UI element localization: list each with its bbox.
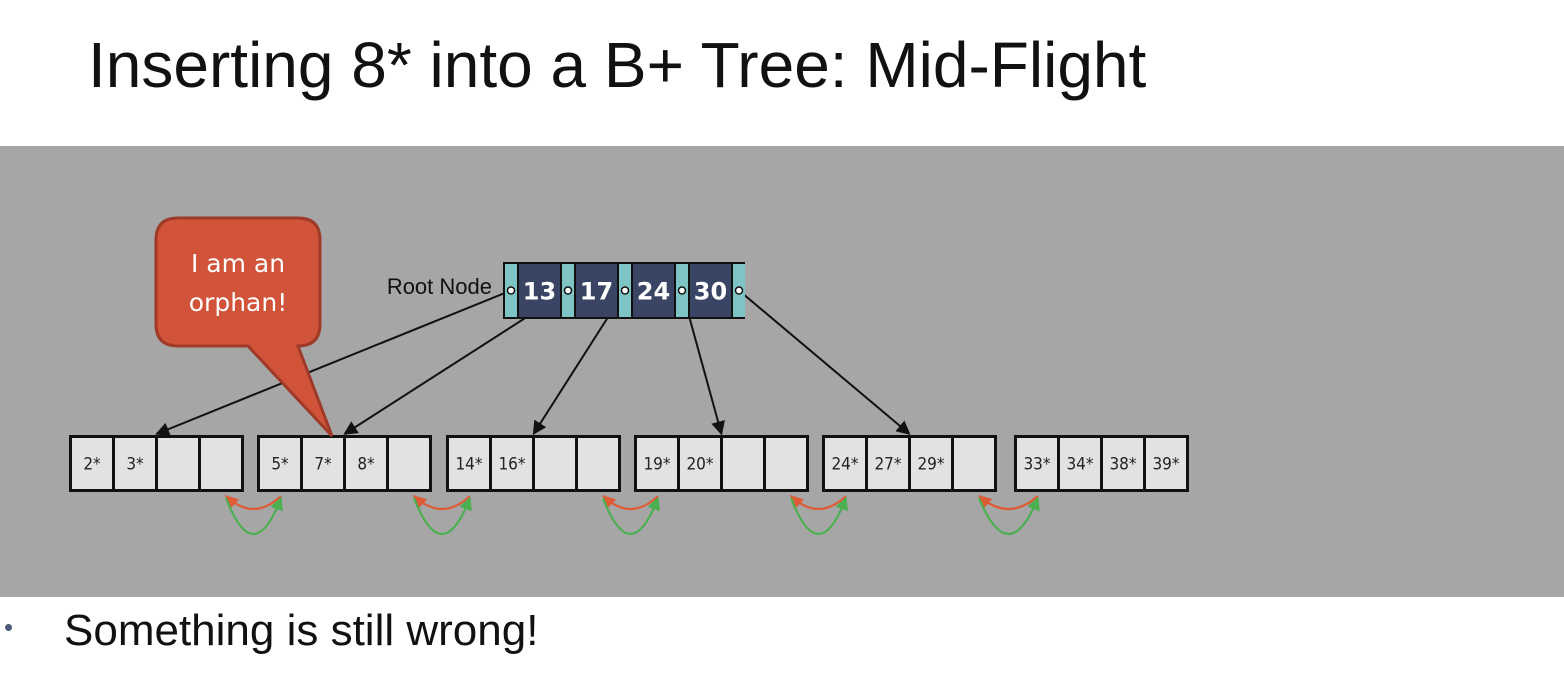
leaf-entry: 8* (357, 455, 375, 475)
leaf-entry-cell (346, 438, 386, 489)
pointer-dot-icon (563, 286, 573, 295)
leaf-entry: 5* (271, 455, 289, 475)
callout-text-line: I am an (191, 249, 285, 278)
leaf-entry-cell (825, 438, 865, 489)
prev-leaf-arrow (602, 495, 659, 510)
leaf-entry: 7* (314, 455, 332, 475)
child-pointer-arrow (738, 289, 911, 435)
slide-title: Inserting 8* into a B+ Tree: Mid-Flight (88, 29, 1147, 101)
leaf-entry-cell (1060, 438, 1100, 489)
leaf-entry: 2* (83, 455, 101, 475)
leaf-entry-cell (1146, 438, 1186, 489)
orphan-callout: I am an orphan! (154, 216, 334, 438)
pointer-dot-icon (620, 286, 630, 295)
leaf-entry: 39* (1152, 455, 1179, 475)
root-key: 17 (580, 278, 613, 306)
leaf-entry-cell (723, 438, 763, 489)
root-node: Root Node 13 17 24 30 (387, 262, 745, 319)
leaf-entry: 24* (831, 455, 858, 475)
next-leaf-arrow (412, 496, 472, 536)
callout-text-line: orphan! (189, 288, 287, 317)
leaf-entry-cell (201, 438, 241, 489)
leaf-entry: 3* (126, 455, 144, 475)
leaf-entry-cell (766, 438, 806, 489)
leaf-entry: 27* (874, 455, 901, 475)
b-plus-tree-diagram: 2* 3* 5* 7* 8* 14* 16* 19* 20* 24* 27* 29* 33* 34* 38*… (0, 146, 1564, 597)
leaf-entry-cell (492, 438, 532, 489)
speech-bubble-shape (154, 216, 334, 438)
leaf-entry-cell (954, 438, 994, 489)
bullet-point: • Something is still wrong! (0, 606, 1564, 656)
leaf-entry-cell (72, 438, 112, 489)
leaf-entry-cell (1103, 438, 1143, 489)
child-pointer-arrow (155, 289, 512, 436)
next-leaf-arrow (601, 496, 660, 536)
pointer-dot-icon (734, 286, 744, 295)
prev-leaf-arrow (790, 495, 847, 510)
leaf-entry-cell (158, 438, 198, 489)
leaf-entry-cell (680, 438, 720, 489)
bullet-text: Something is still wrong! (64, 606, 539, 655)
root-key-cell (690, 264, 731, 317)
leaf-entry: 33* (1023, 455, 1050, 475)
leaf-entry-cell (260, 438, 300, 489)
pointer-dot-icon (506, 286, 516, 295)
leaf-entry: 16* (498, 455, 525, 475)
root-key-cell (576, 264, 617, 317)
root-node-label: Root Node (387, 274, 492, 299)
leaf-entry-cell (868, 438, 908, 489)
leaf-entry-cell (578, 438, 618, 489)
root-key-cell (633, 264, 674, 317)
next-leaf-arrow (224, 496, 283, 536)
leaf-entry: 34* (1066, 455, 1093, 475)
next-leaf-arrow (789, 496, 848, 536)
prev-leaf-arrow (978, 495, 1039, 510)
leaf-entry: 20* (686, 455, 713, 475)
leaf-entry-cell (911, 438, 951, 489)
leaf-entry-cell (637, 438, 677, 489)
tree-canvas: 2* 3* 5* 7* 8* 14* 16* 19* 20* 24* 27* 29* 33* 34* 38*… (69, 216, 1189, 536)
leaf-entry-cell (303, 438, 343, 489)
leaf-entry-cell (1017, 438, 1057, 489)
leaf-entry-cell (115, 438, 155, 489)
next-leaf-arrow (977, 496, 1040, 536)
sibling-pointer-arrows (224, 495, 1040, 536)
prev-leaf-arrow (225, 495, 282, 510)
root-key: 13 (523, 278, 556, 306)
root-key-cell (519, 264, 560, 317)
leaf-entry: 19* (643, 455, 670, 475)
leaf-entry-cell (389, 438, 429, 489)
leaf-entry: 29* (917, 455, 944, 475)
root-key: 24 (637, 278, 670, 306)
leaf-entry-cell (449, 438, 489, 489)
leaf-entry: 38* (1109, 455, 1136, 475)
prev-leaf-arrow (413, 495, 471, 510)
leaf-level: 2* 3* 5* 7* 8* 14* 16* 19* 20* 24* 27* 29* 33* 34* 38*… (69, 435, 1189, 492)
root-key: 30 (694, 278, 727, 306)
leaf-entry: 14* (455, 455, 482, 475)
leaf-entry-cell (535, 438, 575, 489)
bullet-icon: • (4, 612, 14, 642)
pointer-dot-icon (677, 286, 687, 295)
